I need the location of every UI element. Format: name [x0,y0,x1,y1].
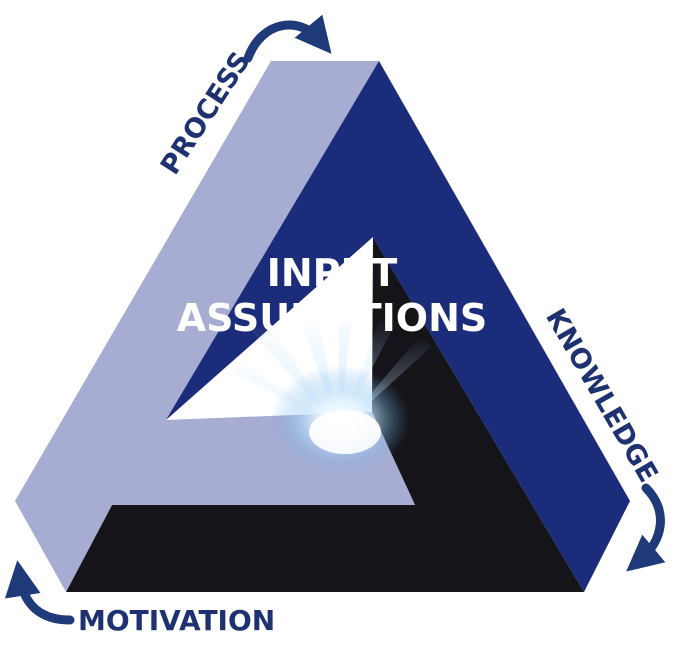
label-motivation: MOTIVATION [78,604,275,637]
process-arrow-icon [243,14,332,63]
light-burst [232,312,432,475]
black-face [66,237,584,592]
center-title-line1: INPUT [267,251,398,295]
motivation-arrow-icon [4,560,75,625]
knowledge-arrow-icon [626,483,666,572]
center-title-line2: ASSUMPTIONS [177,296,488,340]
